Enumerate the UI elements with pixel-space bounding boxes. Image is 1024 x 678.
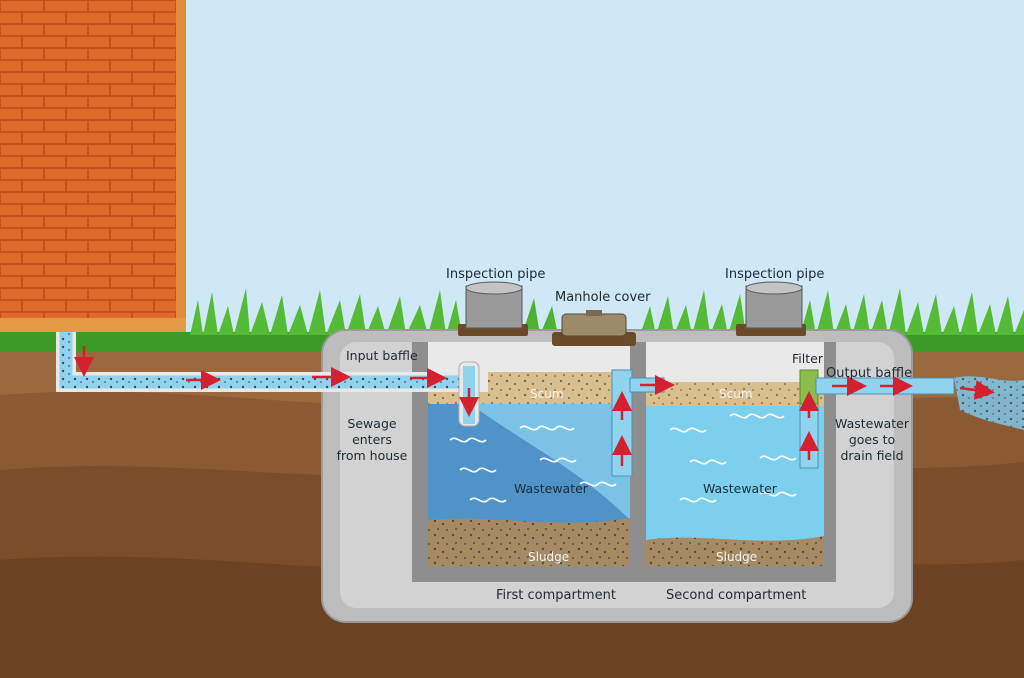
inspection-pipe-label-left: Inspection pipe	[446, 267, 546, 282]
sewage-label-line2: enters	[352, 432, 392, 447]
sewage-label-line3: from house	[336, 448, 408, 463]
house-wall	[0, 0, 186, 332]
wastewater-out-label-line3: drain field	[840, 448, 904, 463]
water-ripples	[449, 413, 797, 503]
second-compartment-label: Second compartment	[666, 588, 807, 603]
filter-label: Filter	[792, 351, 823, 366]
inspection-pipe-left-shape	[458, 281, 528, 336]
scum-label-right: Scum	[719, 387, 753, 401]
wastewater-out-label-line1: Wastewater	[835, 416, 909, 431]
second-compartment-layers	[646, 382, 824, 566]
scum-label-left: Scum	[530, 387, 564, 401]
wastewater-out-label-line2: goes to	[848, 432, 896, 447]
inspection-pipe-label-right: Inspection pipe	[725, 267, 825, 282]
sludge-label-right: Sludge	[716, 550, 758, 564]
flow-arrows	[74, 346, 995, 466]
manhole-cover-label: Manhole cover	[555, 290, 651, 305]
sludge-label-left: Sludge	[528, 550, 570, 564]
manhole-shape	[552, 310, 636, 346]
wastewater-label-right: Wastewater	[703, 481, 777, 496]
first-compartment-label: First compartment	[496, 588, 616, 603]
inspection-pipe-right-shape	[736, 281, 806, 336]
output-baffle-label: Output baffle	[826, 366, 913, 381]
input-baffle-label: Input baffle	[346, 348, 418, 363]
wastewater-label-left: Wastewater	[514, 481, 588, 496]
first-compartment-layers	[428, 372, 630, 566]
sewage-label-line1: Sewage	[347, 416, 397, 431]
